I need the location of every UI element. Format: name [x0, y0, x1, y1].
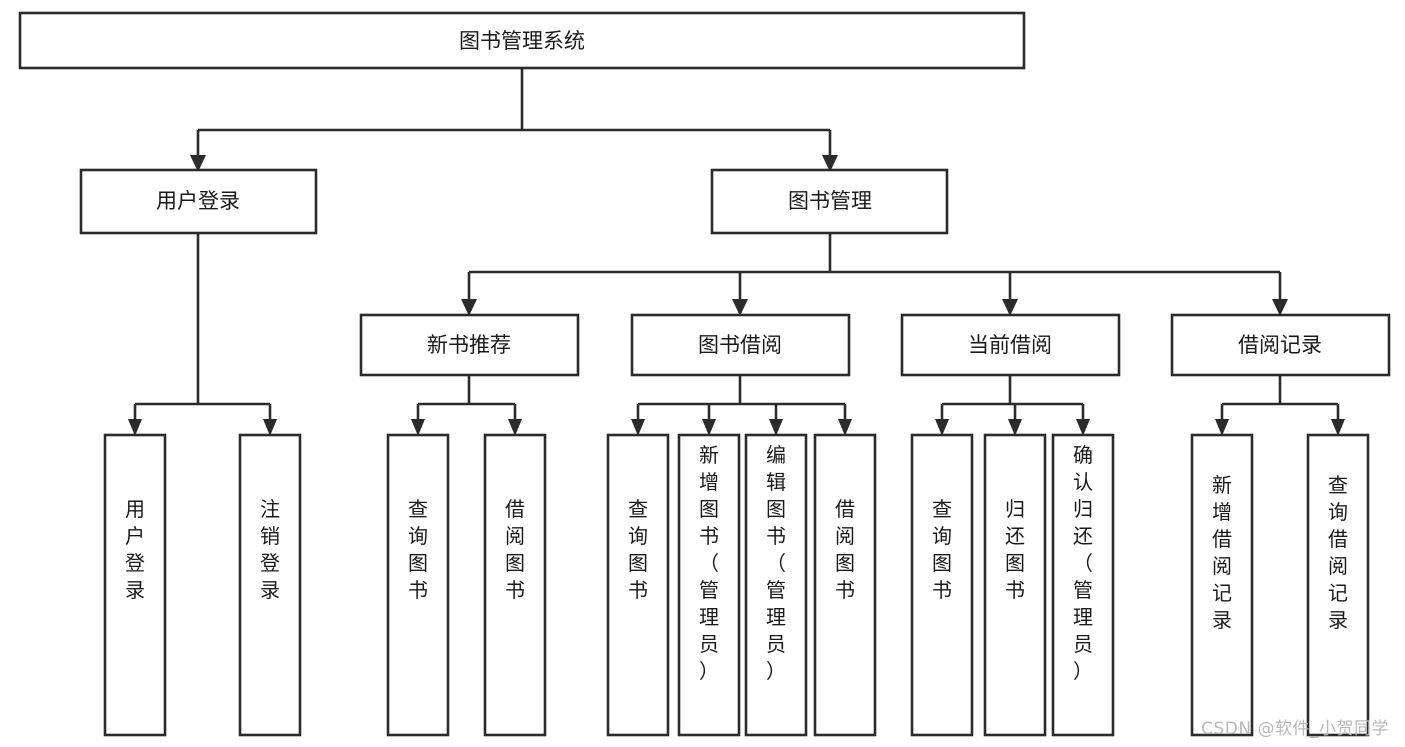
node-label-leaf-logout: 注销登录	[260, 497, 280, 602]
node-label-leaf-add-record: 新增借阅记录	[1212, 473, 1232, 632]
arrow-head-icon	[190, 155, 206, 172]
arrow-head-icon	[838, 419, 852, 436]
connector-bookmanage-to-level3	[461, 233, 1288, 316]
arrow-head-icon	[1331, 419, 1345, 436]
node-leaf-add-book[interactable]: 新增图书（管理员）	[677, 433, 741, 737]
node-box[interactable]	[677, 433, 741, 737]
node-leaf-query-record[interactable]: 查询借阅记录	[1306, 433, 1370, 737]
node-box[interactable]	[910, 433, 974, 737]
connector-newbookrec-to-leaves	[411, 375, 522, 436]
csdn-watermark: CSDN @软件_小贺同学	[1201, 719, 1389, 739]
node-label-root: 图书管理系统	[459, 29, 585, 53]
node-label-leaf-query-record: 查询借阅记录	[1328, 473, 1348, 632]
arrow-head-icon	[935, 419, 949, 436]
node-label-leaf-query-book-bb: 查询图书	[628, 497, 648, 602]
arrow-head-icon	[1002, 299, 1018, 316]
arrow-head-icon	[822, 155, 838, 172]
node-leaf-query-book-bb[interactable]: 查询图书	[606, 433, 670, 737]
node-label-current-borrow: 当前借阅	[968, 333, 1052, 357]
arrow-head-icon	[128, 419, 142, 436]
node-root[interactable]: 图书管理系统	[18, 11, 1026, 70]
arrow-head-icon	[263, 419, 277, 436]
node-new-book-rec[interactable]: 新书推荐	[359, 313, 580, 377]
node-label-user-login: 用户登录	[156, 189, 240, 213]
node-leaf-query-book-cb[interactable]: 查询图书	[910, 433, 974, 737]
node-box[interactable]	[630, 313, 851, 377]
connector-userlogin-to-leaves	[128, 233, 277, 436]
arrow-head-icon	[508, 419, 522, 436]
arrow-head-icon	[461, 299, 477, 316]
node-current-borrow[interactable]: 当前借阅	[900, 313, 1121, 377]
node-leaf-query-book-rec[interactable]: 查询图书	[386, 433, 450, 737]
node-box[interactable]	[103, 433, 167, 737]
node-leaf-borrow-book-bb[interactable]: 借阅图书	[813, 433, 877, 737]
node-box[interactable]	[359, 313, 580, 377]
node-label-book-manage: 图书管理	[788, 189, 872, 213]
node-label-leaf-confirm-return: 确认归还（管理员）	[1073, 443, 1093, 683]
node-book-borrow[interactable]: 图书借阅	[630, 313, 851, 377]
node-leaf-user-login[interactable]: 用户登录	[103, 433, 167, 737]
node-label-book-borrow: 图书借阅	[698, 333, 782, 357]
node-box[interactable]	[744, 433, 808, 737]
node-leaf-edit-book[interactable]: 编辑图书（管理员）	[744, 433, 808, 737]
node-box[interactable]	[386, 433, 450, 737]
node-label-leaf-borrow-book-rec: 借阅图书	[505, 497, 525, 602]
arrow-head-icon	[702, 419, 716, 436]
connector-root-to-level2	[190, 68, 838, 172]
node-box[interactable]	[1190, 433, 1254, 737]
node-box[interactable]	[483, 433, 547, 737]
node-box[interactable]	[1051, 433, 1115, 737]
node-label-leaf-add-book: 新增图书（管理员）	[699, 443, 719, 683]
node-label-new-book-rec: 新书推荐	[427, 333, 511, 357]
arrow-head-icon	[1008, 419, 1022, 436]
node-leaf-return-book[interactable]: 归还图书	[983, 433, 1047, 737]
node-label-borrow-record: 借阅记录	[1238, 333, 1322, 357]
node-leaf-borrow-book-rec[interactable]: 借阅图书	[483, 433, 547, 737]
node-box[interactable]	[813, 433, 877, 737]
arrow-head-icon	[732, 299, 748, 316]
node-box[interactable]	[18, 11, 1026, 70]
node-borrow-record[interactable]: 借阅记录	[1170, 313, 1391, 377]
connector-currentborrow-to-leaves	[935, 375, 1090, 436]
node-label-leaf-return-book: 归还图书	[1005, 497, 1025, 602]
arrow-head-icon	[1215, 419, 1229, 436]
node-book-manage[interactable]: 图书管理	[710, 168, 949, 235]
node-label-leaf-edit-book: 编辑图书（管理员）	[766, 443, 786, 683]
node-leaf-confirm-return[interactable]: 确认归还（管理员）	[1051, 433, 1115, 737]
arrow-head-icon	[769, 419, 783, 436]
arrow-head-icon	[1272, 299, 1288, 316]
node-label-leaf-query-book-rec: 查询图书	[408, 497, 428, 602]
node-label-leaf-user-login: 用户登录	[125, 497, 145, 602]
node-box[interactable]	[606, 433, 670, 737]
node-box[interactable]	[1306, 433, 1370, 737]
node-box[interactable]	[79, 168, 318, 235]
node-box[interactable]	[900, 313, 1121, 377]
node-label-leaf-query-book-cb: 查询图书	[932, 497, 952, 602]
node-box[interactable]	[710, 168, 949, 235]
node-box[interactable]	[238, 433, 302, 737]
arrow-head-icon	[631, 419, 645, 436]
node-leaf-logout[interactable]: 注销登录	[238, 433, 302, 737]
node-box[interactable]	[1170, 313, 1391, 377]
connector-borrowrecord-to-leaves	[1215, 375, 1345, 436]
connector-bookborrow-to-leaves	[631, 375, 852, 436]
arrow-head-icon	[1076, 419, 1090, 436]
node-label-leaf-borrow-book-bb: 借阅图书	[835, 497, 855, 602]
node-user-login[interactable]: 用户登录	[79, 168, 318, 235]
node-leaf-add-record[interactable]: 新增借阅记录	[1190, 433, 1254, 737]
arrow-head-icon	[411, 419, 425, 436]
node-box[interactable]	[983, 433, 1047, 737]
